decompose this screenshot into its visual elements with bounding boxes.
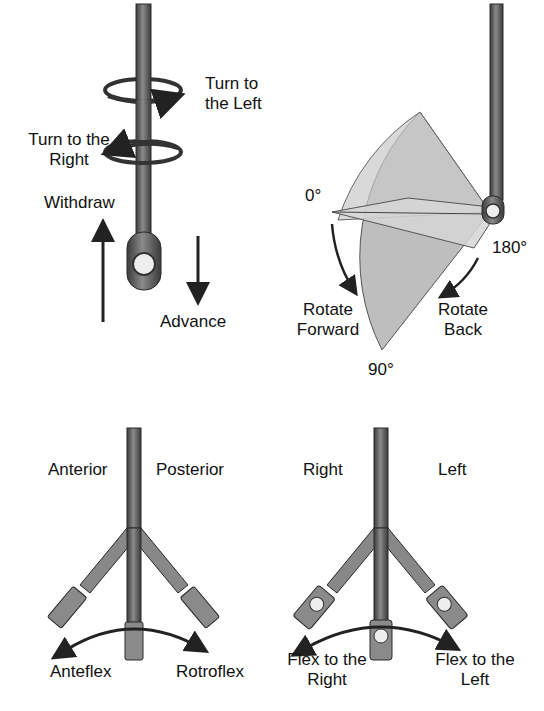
rotation-label: Rotate Forward [292, 300, 364, 340]
angle-label: 90° [368, 360, 394, 380]
flex-label: Flex to the Right [286, 650, 368, 690]
direction-label: Left [438, 460, 466, 480]
direction-label: Anterior [48, 460, 108, 480]
motion-label: Advance [160, 312, 226, 332]
direction-label: Right [303, 460, 343, 480]
flex-label: Rotroflex [176, 662, 244, 682]
rotation-label: Turn to the Left [205, 74, 285, 114]
angle-label: 180° [492, 238, 527, 258]
flex-label: Flex to the Left [434, 650, 516, 690]
flex-label: Anteflex [50, 662, 111, 682]
turn-ring [105, 141, 181, 163]
rotation-label: Rotate Back [432, 300, 494, 340]
scope-top-left [103, 4, 198, 322]
rotation-fan [332, 4, 504, 350]
angle-label: 0° [305, 186, 321, 206]
flex-figure-right [293, 428, 468, 660]
direction-label: Posterior [156, 460, 224, 480]
rotation-label: Turn to the Right [28, 130, 110, 170]
motion-label: Withdraw [44, 193, 115, 213]
